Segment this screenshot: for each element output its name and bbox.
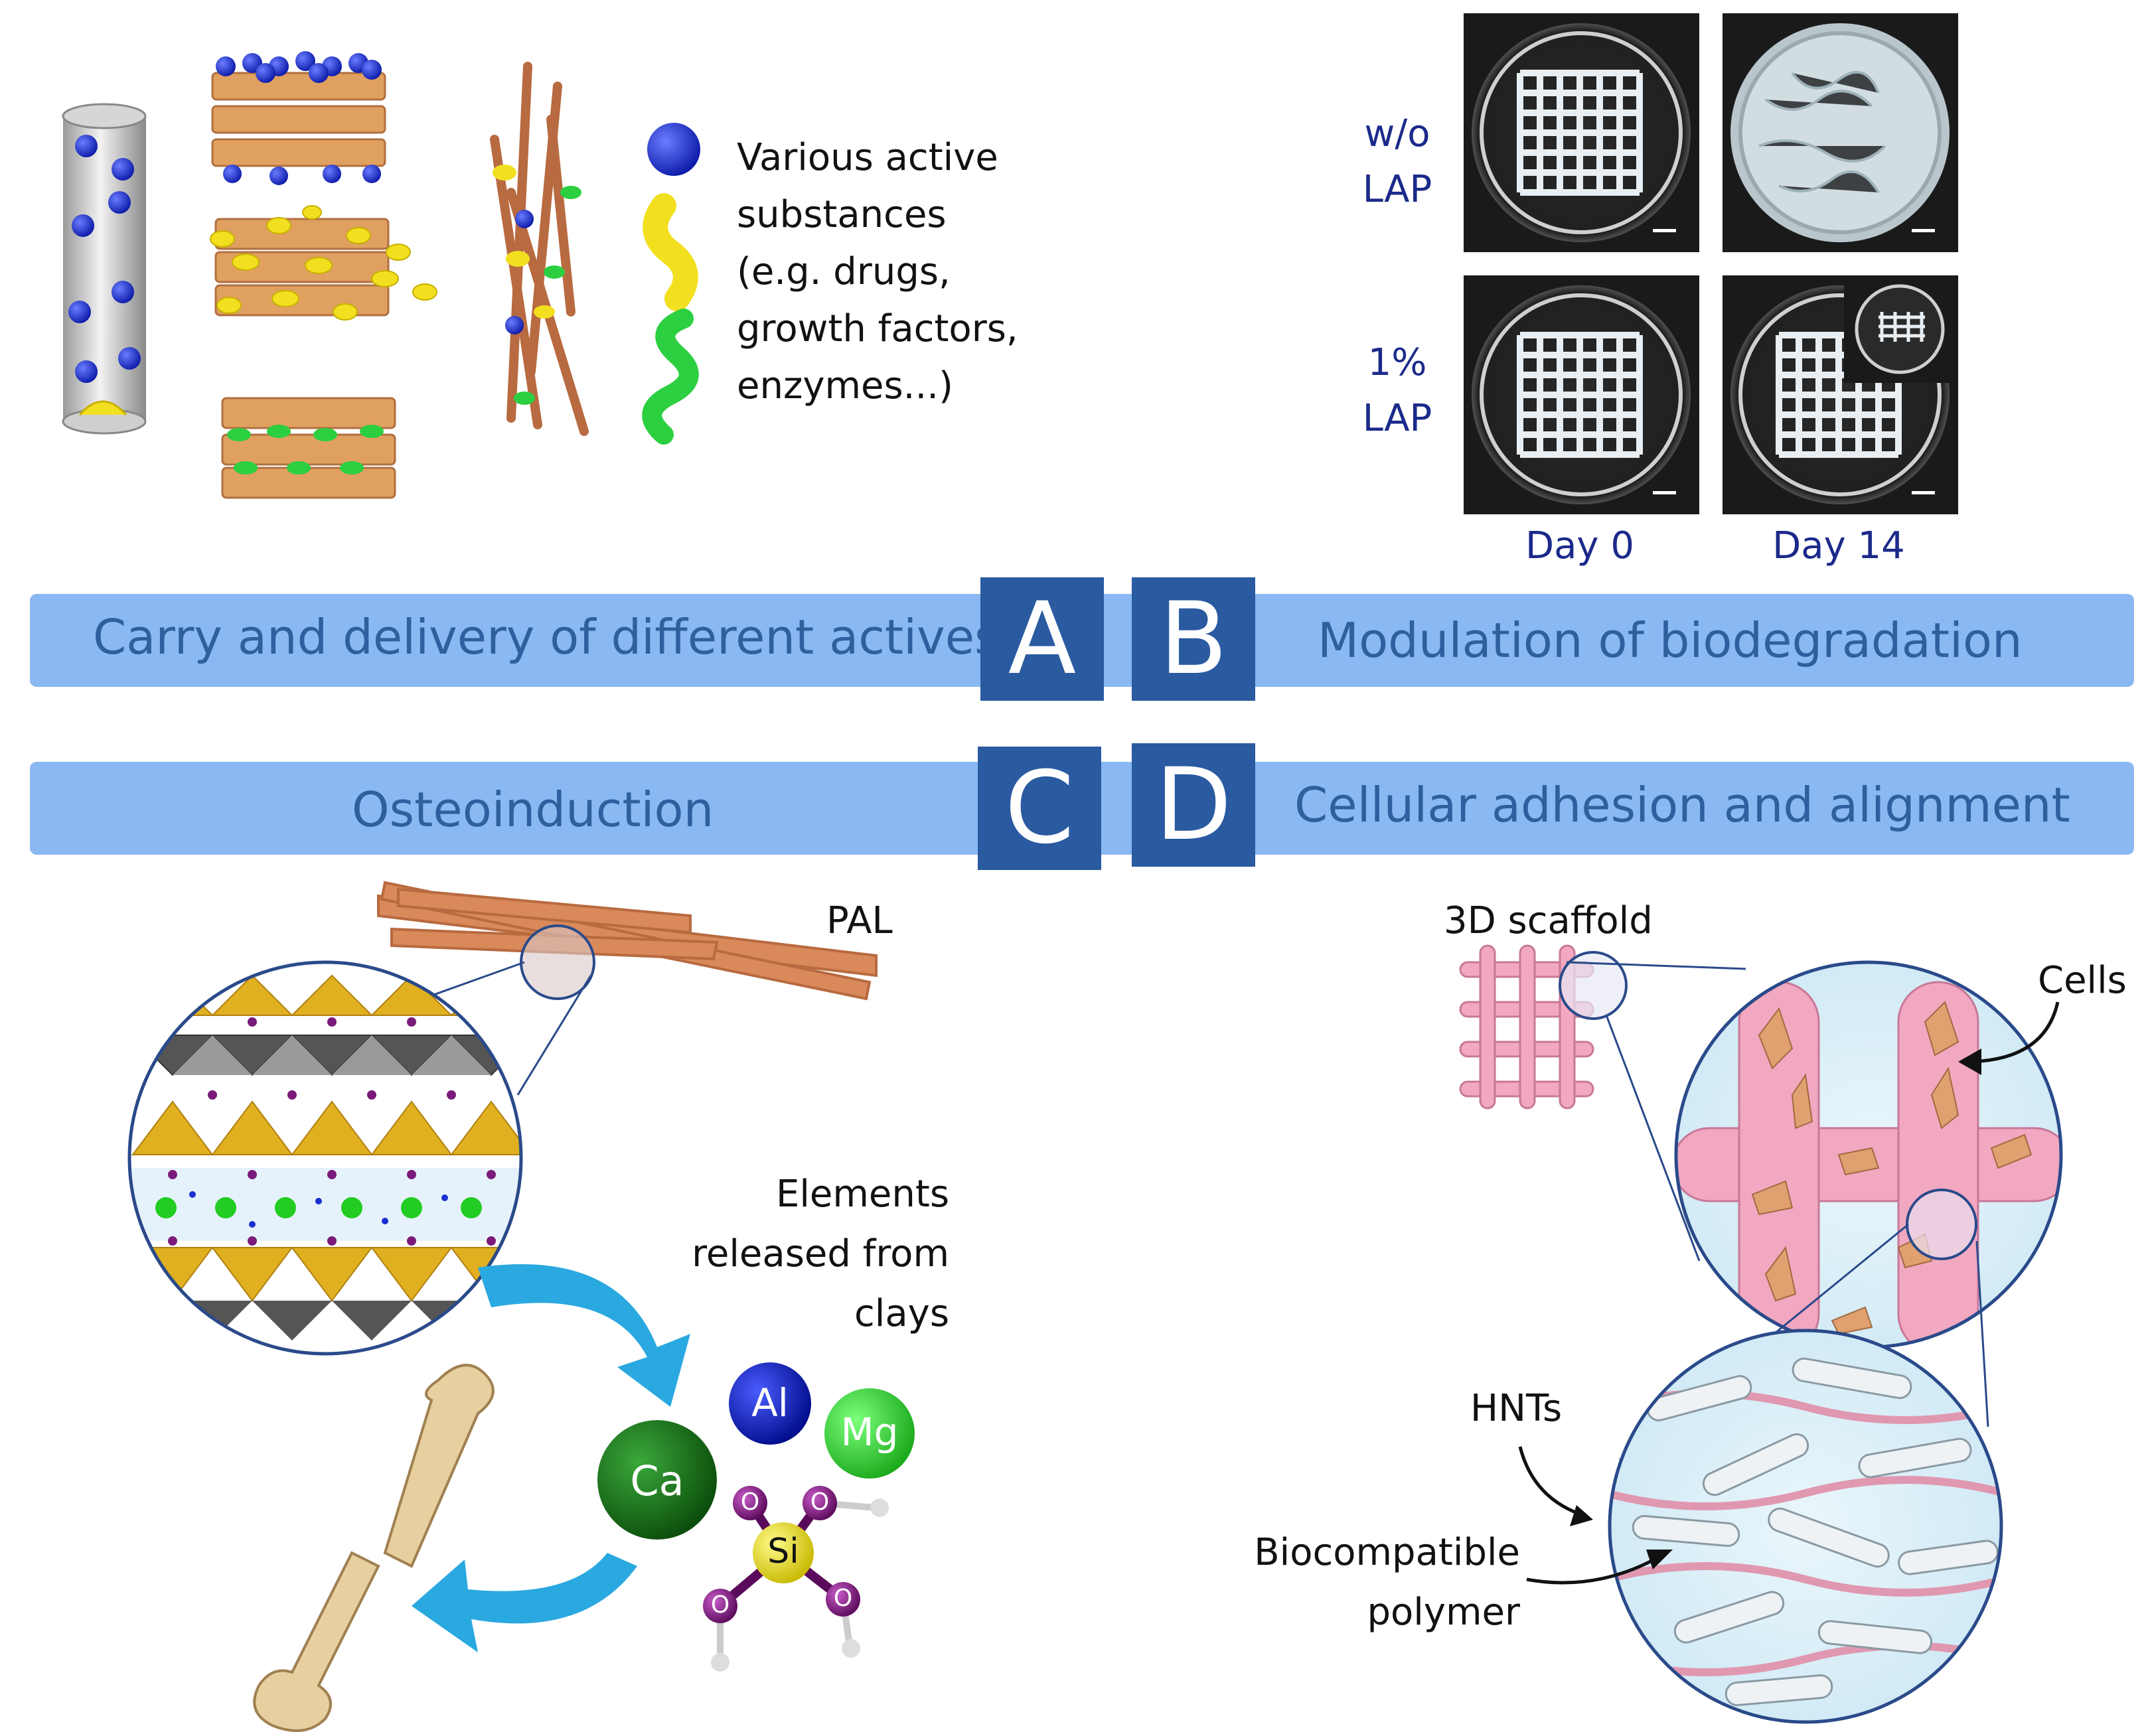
legend-line: Various active [737, 136, 998, 179]
panel-b-label: B [1132, 577, 1255, 701]
panel-c-label: C [978, 747, 1101, 870]
legend-line: growth factors, [737, 307, 1018, 350]
zoom-line [1566, 961, 1746, 970]
release-arrow-icon [478, 1264, 690, 1407]
zoom-source-circle [520, 924, 595, 1000]
bone-icon [253, 1364, 495, 1732]
elements-label-line: released from [692, 1232, 949, 1275]
polymer-label-line: Biocompatible [1254, 1531, 1520, 1574]
mg-sphere-icon [824, 1388, 915, 1479]
hnt-zoom-source [1906, 1189, 1977, 1260]
scaffold-zoom-source [1559, 951, 1628, 1020]
panel-d-label: D [1132, 743, 1255, 867]
polymer-label: Biocompatible polymer [1228, 1523, 1520, 1642]
cells-label: Cells [2038, 959, 2127, 1002]
return-arrow-icon [412, 1553, 637, 1652]
scaffold-label: 3D scaffold [1444, 899, 1653, 942]
column-label-day14: Day 14 [1772, 524, 1905, 567]
row-label-line: LAP [1362, 397, 1432, 440]
dish-day0-without-lap [1464, 13, 1699, 252]
si-symbol: Si [767, 1532, 799, 1571]
mg-symbol: Mg [840, 1410, 899, 1455]
clay-layers-blue-icon [211, 51, 386, 185]
row-label-line: w/o [1364, 112, 1430, 155]
dish-day14-with-lap [1723, 275, 1958, 514]
green-molecule-icon [642, 309, 699, 445]
panel-d-title: Cellular adhesion and alignment [1294, 777, 2070, 833]
elements-label-line: Elements [775, 1173, 949, 1216]
o-symbol: O [710, 1591, 730, 1619]
o-symbol: O [810, 1488, 830, 1516]
legend-line: substances [737, 193, 947, 236]
cells-pointer-arrow-icon [1964, 1001, 2060, 1064]
row-label-line: LAP [1362, 168, 1432, 211]
petri-dish-grid [1464, 13, 1958, 514]
clay-zoom-circle [127, 960, 523, 1356]
clay-crystal-structure [129, 962, 521, 1354]
inset-dish [1855, 284, 1945, 374]
polymer-pointer-arrow-icon [1526, 1551, 1667, 1585]
zoom-line [516, 975, 592, 1096]
blue-sphere-icon [647, 123, 700, 176]
column-label-day0: Day 0 [1525, 524, 1634, 567]
ca-symbol: Ca [630, 1457, 684, 1505]
fibrous-clay-icon [490, 62, 589, 436]
pal-fibers-icon [377, 881, 878, 1001]
element-spheres [597, 1362, 915, 1672]
legend-icons [642, 123, 700, 445]
elements-label: Elements released from clays [664, 1165, 949, 1344]
dish-day14-without-lap [1723, 13, 1958, 252]
carrier-illustrations [62, 51, 589, 499]
yellow-molecule-icon [643, 193, 698, 311]
dish-day0-with-lap [1464, 275, 1699, 514]
silicate-molecule-icon [703, 1486, 889, 1672]
legend-line: (e.g. drugs, [737, 250, 951, 293]
hnts-label: HNTs [1470, 1387, 1563, 1430]
zoom-line [1975, 1240, 1989, 1427]
al-symbol: Al [751, 1380, 789, 1425]
o-symbol: O [740, 1488, 760, 1516]
hnt-polymer-composite [1610, 1331, 2001, 1722]
legend-text: Various active substances (e.g. drugs, g… [737, 129, 1018, 415]
panel-a-title: Carry and delivery of different actives [93, 609, 1000, 665]
row-label-without-lap: w/o LAP [1347, 106, 1447, 218]
elements-label-line: clays [854, 1292, 949, 1335]
row-label-with-lap: 1% LAP [1347, 335, 1447, 447]
clay-layers-yellow-icon [210, 205, 437, 321]
hnt-zoom-circle [1608, 1329, 2003, 1724]
cells-on-scaffold [1676, 962, 2061, 1347]
polymer-label-line: polymer [1367, 1591, 1520, 1634]
row-label-line: 1% [1367, 341, 1427, 384]
zoom-line [1605, 1015, 1701, 1262]
pal-label: PAL [826, 899, 893, 942]
polymer-pointer-arrowhead [1646, 1550, 1673, 1569]
panel-a-label: A [980, 577, 1104, 701]
hnts-pointer-arrowhead [1570, 1505, 1593, 1526]
o-symbol: O [833, 1585, 853, 1612]
legend-line: enzymes...) [737, 364, 953, 407]
panel-b-title: Modulation of biodegradation [1318, 613, 2023, 668]
cells-pointer-arrowhead [1958, 1049, 1981, 1075]
halloysite-nanotube-icon [62, 103, 147, 435]
al-sphere-icon [729, 1362, 811, 1445]
clay-layers-green-icon [221, 397, 396, 499]
panel-c-title: Osteoinduction [352, 782, 714, 837]
ca-sphere-icon [597, 1420, 717, 1540]
